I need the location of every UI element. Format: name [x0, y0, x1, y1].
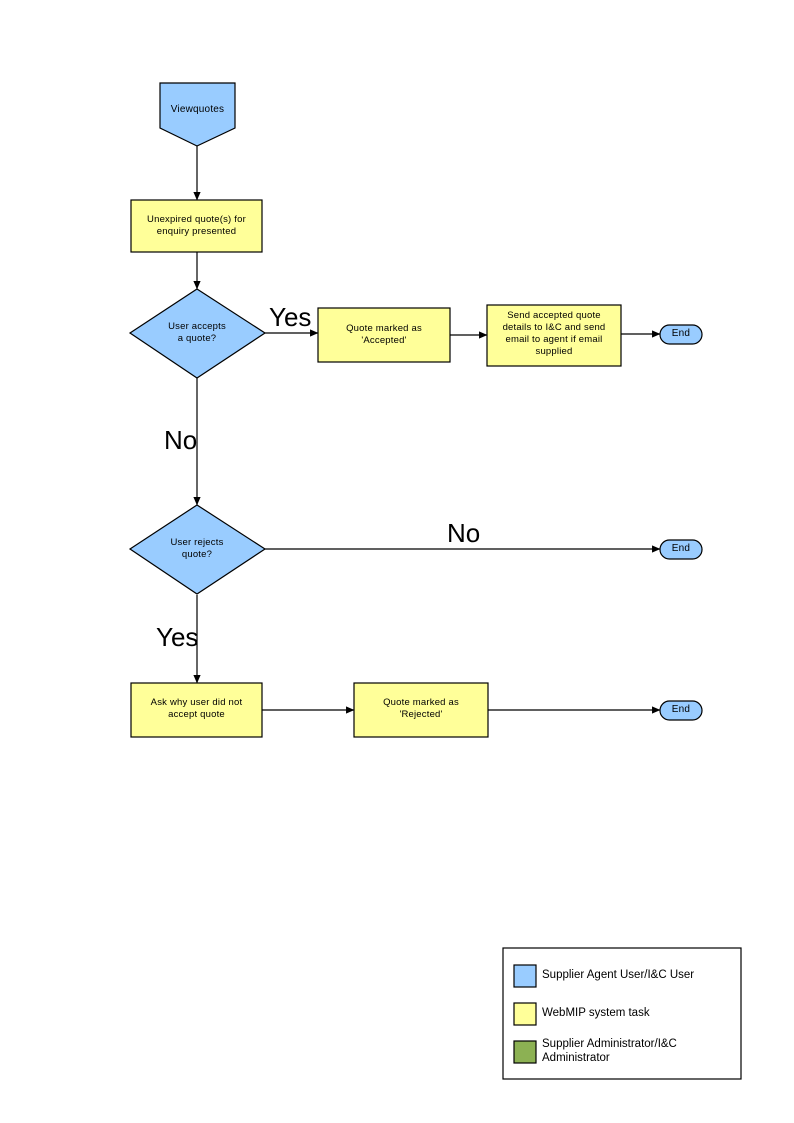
legend-label-webmip-task: WebMIP system task — [542, 1007, 650, 1019]
legend-swatch-supplier-agent — [513, 964, 537, 988]
legend-swatch-supplier-admin — [513, 1040, 537, 1064]
branch-label-rejects-yes: Yes — [156, 622, 199, 652]
node-send-details[interactable] — [486, 304, 622, 367]
node-end-no-action[interactable] — [659, 539, 703, 560]
branch-label-rejects-no: No — [447, 518, 481, 548]
node-end-rejected[interactable] — [659, 700, 703, 721]
node-decision-user-rejects[interactable] — [128, 504, 267, 595]
branch-label-accepts-yes: Yes — [269, 302, 312, 332]
node-quote-rejected[interactable] — [353, 682, 489, 738]
node-end-accepted[interactable] — [659, 324, 703, 345]
branch-label-accepts-no: No — [164, 425, 198, 455]
node-start-viewquotes[interactable] — [159, 82, 236, 147]
legend-box — [502, 947, 742, 1080]
legend-label-supplier-admin: Supplier Administrator/I&C Administrator — [542, 1038, 677, 1064]
node-decision-user-accepts[interactable] — [128, 288, 267, 379]
legend-label-supplier-agent: Supplier Agent User/I&C User — [542, 969, 695, 981]
node-quote-accepted[interactable] — [317, 307, 451, 363]
legend-swatch-webmip-task — [513, 1002, 537, 1026]
connector-group — [193, 146, 661, 714]
node-ask-why[interactable] — [130, 682, 263, 738]
node-unexpired-quotes[interactable] — [130, 199, 263, 253]
